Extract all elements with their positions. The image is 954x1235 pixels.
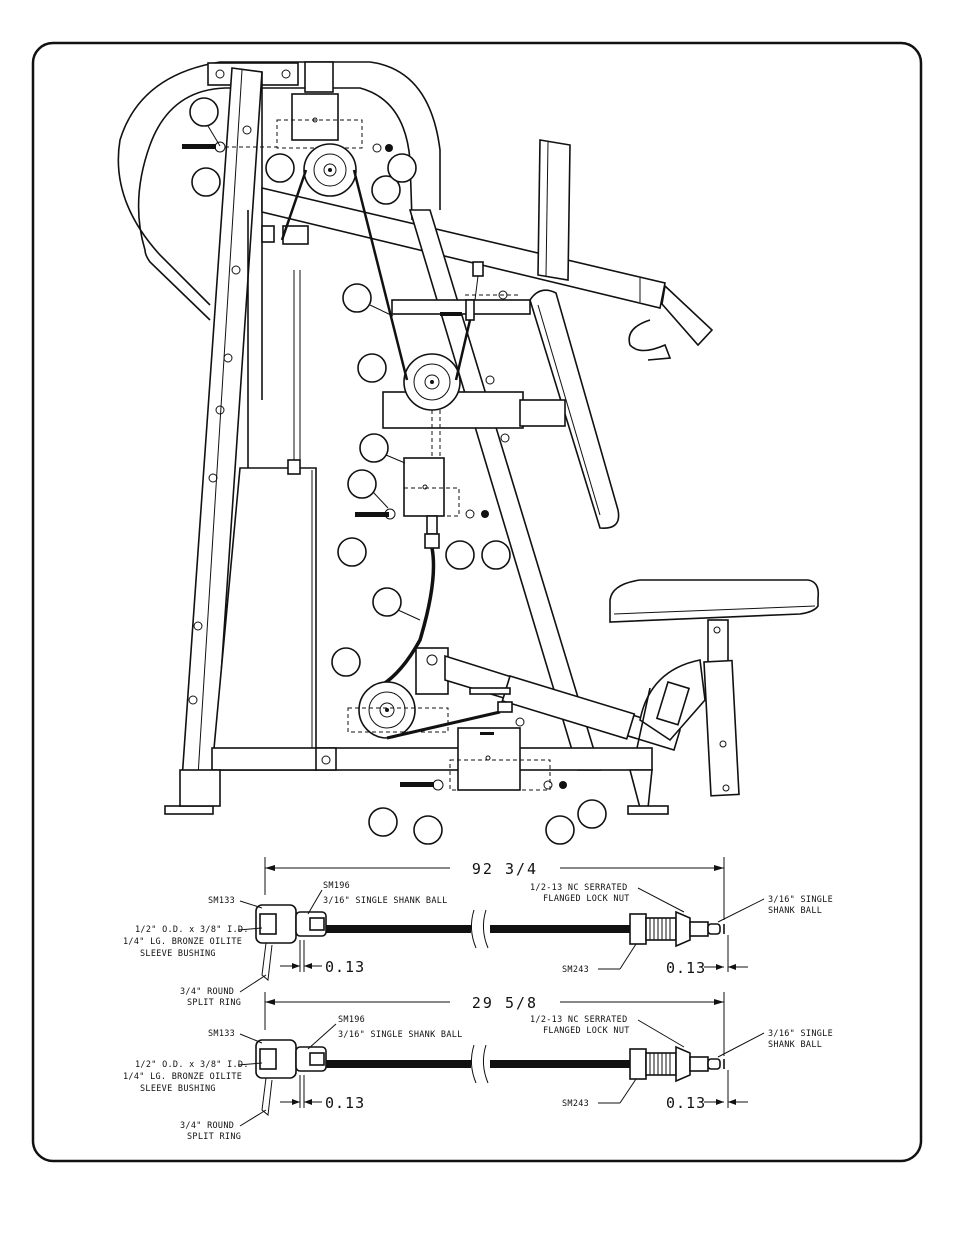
machine-exploded-view bbox=[117, 61, 820, 845]
svg-text:3/4" ROUND: 3/4" ROUND bbox=[180, 1121, 234, 1131]
clevis-2 bbox=[255, 1039, 327, 1116]
svg-text:SHANK BALL: SHANK BALL bbox=[768, 906, 822, 916]
connector-block bbox=[403, 457, 445, 517]
lower-bolt bbox=[400, 779, 444, 791]
threaded-stud-1 bbox=[629, 910, 725, 948]
svg-text:SPLIT RING: SPLIT RING bbox=[187, 998, 241, 1008]
lower-bracket bbox=[457, 727, 521, 791]
svg-text:1/2" O.D. x 3/8" I.D.: 1/2" O.D. x 3/8" I.D. bbox=[135, 925, 249, 935]
svg-text:3/16" SINGLE SHANK BALL: 3/16" SINGLE SHANK BALL bbox=[338, 1030, 463, 1040]
cable-1-body bbox=[326, 925, 471, 933]
svg-text:1/4" LG. BRONZE OILITE: 1/4" LG. BRONZE OILITE bbox=[123, 937, 242, 947]
seat-pad bbox=[609, 579, 820, 623]
svg-text:3/16" SINGLE: 3/16" SINGLE bbox=[768, 895, 833, 905]
svg-text:SPLIT RING: SPLIT RING bbox=[187, 1132, 241, 1142]
svg-text:SM133: SM133 bbox=[208, 1029, 235, 1039]
svg-text:SM243: SM243 bbox=[562, 965, 589, 975]
top-pulley-bracket bbox=[291, 93, 339, 141]
cable-2-length: 29 5/8 bbox=[472, 994, 538, 1012]
middle-pulley bbox=[403, 353, 461, 411]
cable-1-length: 92 3/4 bbox=[472, 860, 538, 878]
cable-1-offset-left: 0.13 bbox=[325, 958, 365, 976]
svg-text:1/2-13 NC SERRATED: 1/2-13 NC SERRATED bbox=[530, 1015, 628, 1025]
svg-text:FLANGED LOCK NUT: FLANGED LOCK NUT bbox=[543, 1026, 630, 1036]
upper-cable bbox=[280, 169, 472, 381]
svg-text:SLEEVE BUSHING: SLEEVE BUSHING bbox=[140, 1084, 216, 1094]
cable-2-body bbox=[326, 1060, 471, 1068]
base-rail bbox=[211, 747, 653, 771]
lower-pulley bbox=[358, 681, 416, 739]
svg-text:SM243: SM243 bbox=[562, 1099, 589, 1109]
middle-bolt bbox=[355, 508, 396, 520]
svg-text:1/4" LG. BRONZE OILITE: 1/4" LG. BRONZE OILITE bbox=[123, 1072, 242, 1082]
page-border bbox=[31, 41, 923, 1163]
seat-post bbox=[707, 619, 729, 665]
top-bolt bbox=[182, 141, 277, 153]
rear-arch-frame bbox=[117, 61, 441, 321]
lower-cable bbox=[371, 547, 436, 692]
clevis-1 bbox=[255, 904, 327, 981]
cable-2-offset-left: 0.13 bbox=[325, 1094, 365, 1112]
svg-text:1/2-13 NC SERRATED: 1/2-13 NC SERRATED bbox=[530, 883, 628, 893]
svg-text:SLEEVE BUSHING: SLEEVE BUSHING bbox=[140, 949, 216, 959]
svg-text:3/4" ROUND: 3/4" ROUND bbox=[180, 987, 234, 997]
top-pulley bbox=[303, 143, 357, 197]
svg-text:SM196: SM196 bbox=[338, 1015, 365, 1025]
svg-text:3/16" SINGLE SHANK BALL: 3/16" SINGLE SHANK BALL bbox=[323, 896, 448, 906]
svg-text:SM133: SM133 bbox=[208, 896, 235, 906]
svg-text:3/16" SINGLE: 3/16" SINGLE bbox=[768, 1029, 833, 1039]
cable-2-offset-right: 0.13 bbox=[666, 1094, 706, 1112]
svg-text:1/2" O.D. x 3/8" I.D.: 1/2" O.D. x 3/8" I.D. bbox=[135, 1060, 249, 1070]
press-arm bbox=[261, 186, 666, 309]
svg-text:FLANGED LOCK NUT: FLANGED LOCK NUT bbox=[543, 894, 630, 904]
cable-1-offset-right: 0.13 bbox=[666, 959, 706, 977]
svg-text:SM196: SM196 bbox=[323, 881, 350, 891]
threaded-stud-2 bbox=[629, 1045, 725, 1083]
svg-text:SHANK BALL: SHANK BALL bbox=[768, 1040, 822, 1050]
cable-detail-1: 92 3/4 SM133 SM196 3/16" SINGLE SHANK bbox=[123, 857, 833, 1008]
cable-detail-2: 29 5/8 SM133 SM196 3/16" SINGLE SHANK BA… bbox=[123, 992, 833, 1142]
back-pad bbox=[529, 289, 620, 529]
callout-balloons bbox=[189, 97, 607, 845]
